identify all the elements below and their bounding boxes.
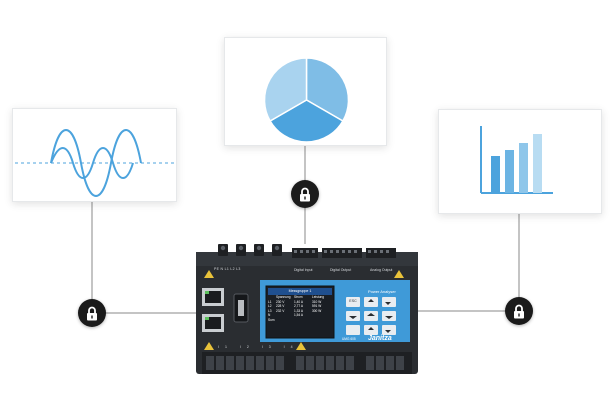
digital-input-label: Digital Input xyxy=(294,268,313,272)
lcd-current: 2,77 A xyxy=(294,304,304,309)
lcd-phase: L3 xyxy=(268,308,272,313)
pie-chart-card xyxy=(224,37,387,146)
lcd-voltage: 230 V xyxy=(276,299,285,304)
analog-output-label: Analog Output xyxy=(370,268,393,272)
panel-title: Power Analyser xyxy=(368,289,396,294)
power-analyser-device: PE N L1 L2 L3 Digital Input Digital Outp… xyxy=(196,244,418,382)
brand-logo: Janitza xyxy=(368,335,392,342)
waveform-card xyxy=(12,108,177,202)
bottom-terminal-labels: I1 I2 I3 I4 xyxy=(218,345,299,349)
esc-button[interactable]: ESC xyxy=(349,299,357,303)
lcd-header-row: Spannung Strom Leistung xyxy=(268,295,332,300)
bar-chart-card xyxy=(438,109,602,214)
terminal-label-voltage: PE N L1 L2 L3 xyxy=(214,267,241,271)
lcd-voltage: 232 V xyxy=(276,308,285,313)
lcd-phase: N xyxy=(268,313,271,318)
lock-icon xyxy=(505,297,533,325)
lcd-row: L3 232 V 1,33 A 300 W xyxy=(268,309,332,314)
lcd-power xyxy=(312,313,330,318)
lcd-header-power: Leistung xyxy=(312,295,325,299)
lcd-phase: L1 xyxy=(268,299,272,304)
top-terminal-labels: PE N L1 L2 L3 xyxy=(214,267,241,271)
lcd-phase: L2 xyxy=(268,304,272,309)
pie-chart-icon xyxy=(263,57,350,143)
model-label: UMG 605 xyxy=(342,337,356,341)
digital-output-label: Digital Output xyxy=(330,268,352,272)
lcd-screen: Messgruppe 1 Spannung Strom Leistung L1 … xyxy=(268,288,332,336)
lcd-current: 1,33 A xyxy=(294,308,304,313)
lock-icon xyxy=(291,180,319,208)
lcd-current: 1,54 A xyxy=(294,313,304,318)
lcd-voltage: 228 V xyxy=(276,304,285,309)
lcd-power: 300 W xyxy=(312,308,322,313)
sine-wave-icon xyxy=(15,129,176,197)
lcd-header-voltage: Spannung xyxy=(276,295,291,299)
lcd-row: L1 230 V 1,40 A 310 W xyxy=(268,300,332,305)
device-illustration xyxy=(196,244,418,374)
lcd-header-current: Strom xyxy=(294,295,303,299)
lcd-row: N 1,54 A xyxy=(268,313,332,318)
lock-icon xyxy=(78,299,106,327)
lcd-row: L2 228 V 2,77 A 591 W xyxy=(268,304,332,309)
lcd-current: 1,40 A xyxy=(294,299,304,304)
lcd-power: 310 W xyxy=(312,299,322,304)
bar-chart-icon xyxy=(480,126,553,194)
lcd-power: 591 W xyxy=(312,304,322,309)
lcd-voltage xyxy=(276,313,294,318)
lcd-footer: Sum xyxy=(268,317,275,322)
lcd-title: Messgruppe 1 xyxy=(288,289,312,293)
